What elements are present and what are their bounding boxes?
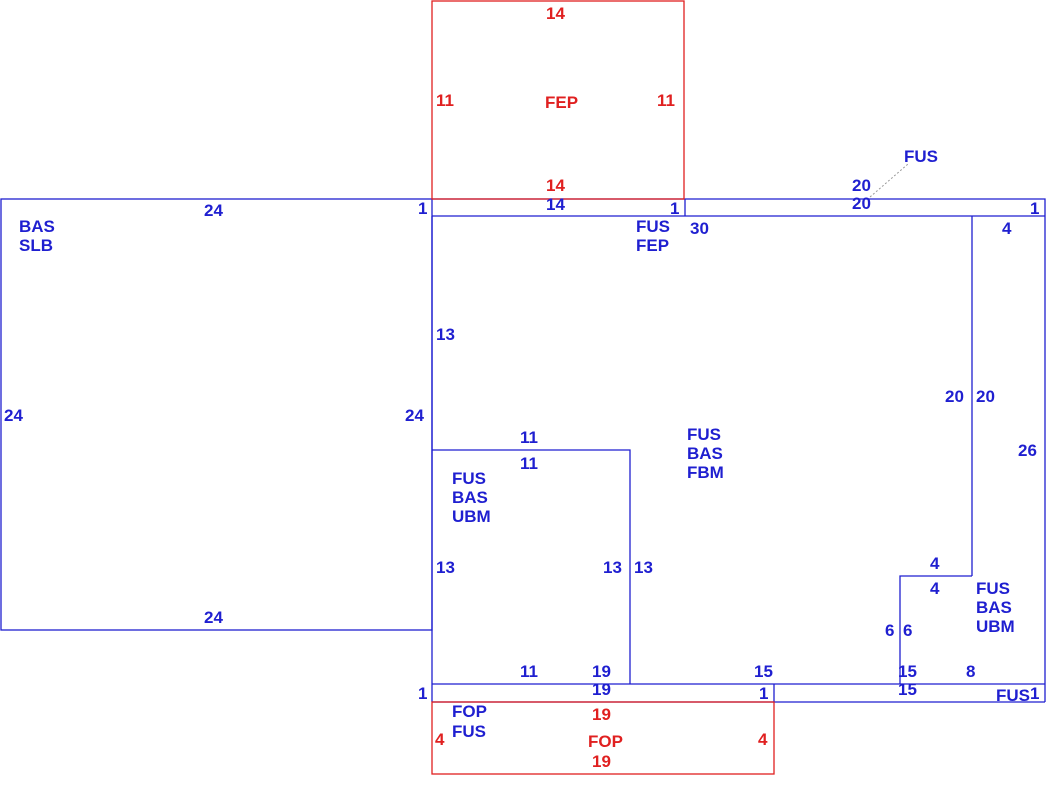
dim-notch-4b: 4: [930, 579, 940, 598]
dim-bottom-right-1: 1: [1030, 684, 1039, 703]
notch-outline: [899, 575, 972, 684]
dim-right-top-4: 4: [1002, 219, 1012, 238]
dim-ubm-right-13b: 13: [634, 558, 653, 577]
dim-bottom-19a: 19: [592, 662, 611, 681]
dim-fep-top: 14: [546, 4, 565, 23]
area-labels: BAS SLB FUS FEP FUS FUS BAS FBM FUS BAS …: [19, 147, 1030, 741]
ubm-left-label-3: UBM: [452, 507, 491, 526]
dim-bottom-8: 8: [966, 662, 975, 681]
dim-bas-top: 24: [204, 201, 223, 220]
dim-strip-top-left-1: 1: [418, 199, 427, 218]
top-strip-right: [685, 198, 1046, 702]
dim-right-outer-26: 26: [1018, 441, 1037, 460]
blue-dimension-labels: 24 24 24 24 1 14 1 20 20 1 30 4 13 13 20…: [4, 176, 1039, 703]
dim-top-right-20a: 20: [852, 176, 871, 195]
dim-right-inner-20a: 20: [945, 387, 964, 406]
bas-slb-area: [0, 198, 433, 631]
dim-bas-right: 24: [405, 406, 424, 425]
callout-leader: [869, 163, 909, 198]
bas-slb-label-2: SLB: [19, 236, 53, 255]
dim-strip-top-mid-1: 1: [670, 199, 679, 218]
ubm-left-label-2: BAS: [452, 488, 488, 507]
fbm-label-3: FBM: [687, 463, 724, 482]
dim-bottom-mid-1: 1: [759, 684, 768, 703]
dim-fep-left: 11: [436, 91, 454, 110]
dim-fop-top: 19: [592, 705, 611, 724]
dim-ubm-top-11b: 11: [520, 454, 538, 473]
fbm-label-1: FUS: [687, 425, 721, 444]
dim-fop-bottom: 19: [592, 752, 611, 771]
dim-bottom-15b: 15: [898, 662, 917, 681]
fus-callout-label: FUS: [904, 147, 938, 166]
fop-fus-label-1: FOP: [452, 702, 487, 721]
dim-fep-right: 11: [657, 91, 675, 110]
red-outlines: [431, 0, 775, 775]
ubm-right-label-1: FUS: [976, 579, 1010, 598]
dim-main-left-13-upper: 13: [436, 325, 455, 344]
dim-fop-left: 4: [435, 730, 445, 749]
ubm-left-outline: [432, 449, 631, 684]
dim-main-left-13-lower: 13: [436, 558, 455, 577]
dim-ubm-top-11a: 11: [520, 428, 538, 447]
fbm-label-2: BAS: [687, 444, 723, 463]
ubm-left-label-1: FUS: [452, 469, 486, 488]
dim-bottom-19b: 19: [592, 680, 611, 699]
dim-bottom-15: 15: [754, 662, 773, 681]
fop-area: [431, 701, 775, 775]
dim-notch-6b: 6: [903, 621, 912, 640]
fus-fep-label-1: FUS: [636, 217, 670, 236]
dim-top-right-20b: 20: [852, 194, 871, 213]
fus-fep-label-2: FEP: [636, 236, 669, 255]
ubm-right-label-3: UBM: [976, 617, 1015, 636]
red-area-labels: FEP FOP: [545, 93, 623, 751]
dim-bottom-15c: 15: [898, 680, 917, 699]
dim-main-top-30: 30: [690, 219, 709, 238]
bas-slb-label-1: BAS: [19, 217, 55, 236]
dim-ubm-bottom-11: 11: [520, 662, 538, 681]
dim-notch-4a: 4: [930, 554, 940, 573]
fus-bottom-right-label: FUS: [996, 686, 1030, 705]
fop-fus-label-2: FUS: [452, 722, 486, 741]
red-dimension-labels: 14 11 11 14 19 4 4 19: [435, 4, 768, 771]
fep-area: [431, 0, 685, 200]
dim-bas-bottom: 24: [204, 608, 223, 627]
dim-notch-6a: 6: [885, 621, 894, 640]
dim-right-inner-20b: 20: [976, 387, 995, 406]
fop-label: FOP: [588, 732, 623, 751]
dim-fop-right: 4: [758, 730, 768, 749]
fep-label: FEP: [545, 93, 578, 112]
dim-fep-bottom: 14: [546, 176, 565, 195]
ubm-right-label-2: BAS: [976, 598, 1012, 617]
dim-strip-inner-14: 14: [546, 195, 565, 214]
dim-bottom-left-1: 1: [418, 684, 427, 703]
dim-bas-left: 24: [4, 406, 23, 425]
blue-outlines: [0, 163, 1046, 703]
dim-ubm-right-13a: 13: [603, 558, 622, 577]
dim-top-right-1: 1: [1030, 199, 1039, 218]
